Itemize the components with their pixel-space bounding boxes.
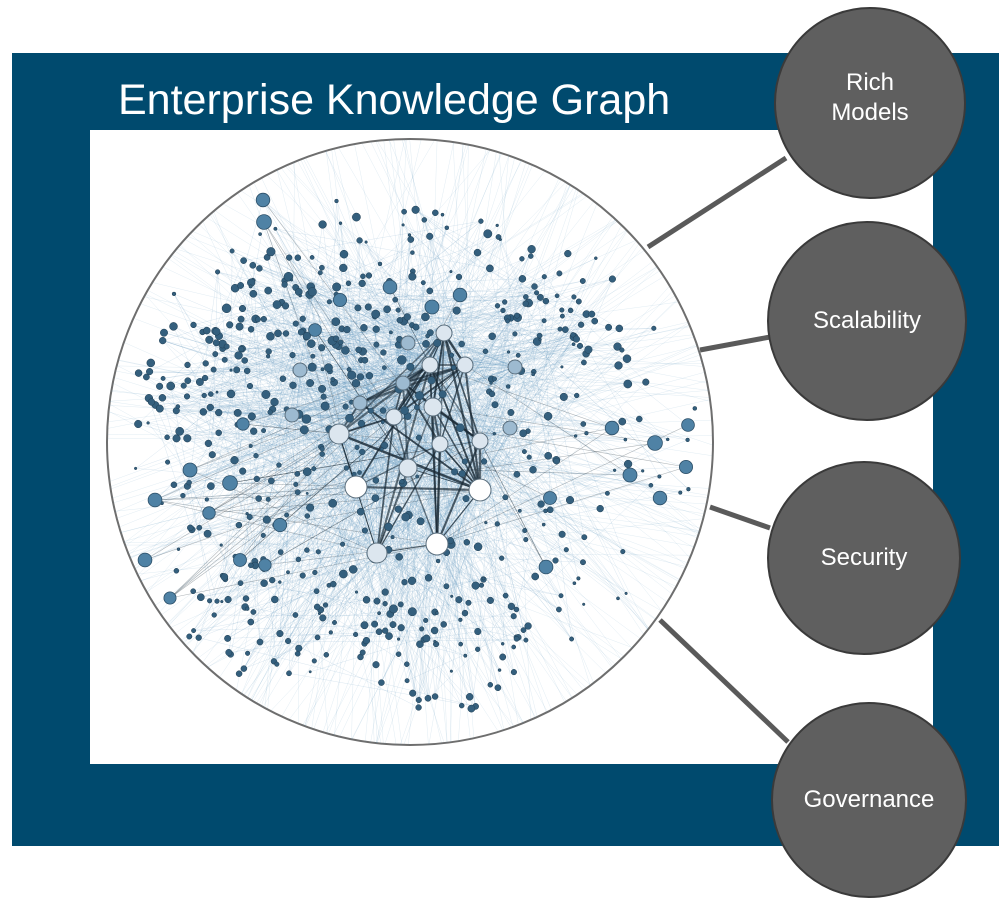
pillar-security-label: Security [820,544,908,571]
pillar-rich-models-circle[interactable] [774,7,966,199]
pillar-circles [767,7,967,898]
pillar-governance-circle[interactable] [771,702,967,898]
pillar-security-circle[interactable] [767,461,961,655]
connector-security [709,504,771,531]
pillar-rich-models-label: Rich [845,69,894,96]
graph-nodes [134,192,698,713]
pillar-governance-label: Governance [803,786,935,813]
connector-rich-models [646,155,788,250]
pillar-rich-models-label: Models [831,99,909,126]
connectors [646,155,790,744]
diagram-title: Enterprise Knowledge Graph [118,76,671,124]
connector-governance [658,618,790,744]
network-graph [107,139,713,745]
pillar-scalability-circle[interactable] [767,221,967,421]
pillar-scalability-label: Scalability [812,307,922,334]
connector-scalability [699,334,771,353]
